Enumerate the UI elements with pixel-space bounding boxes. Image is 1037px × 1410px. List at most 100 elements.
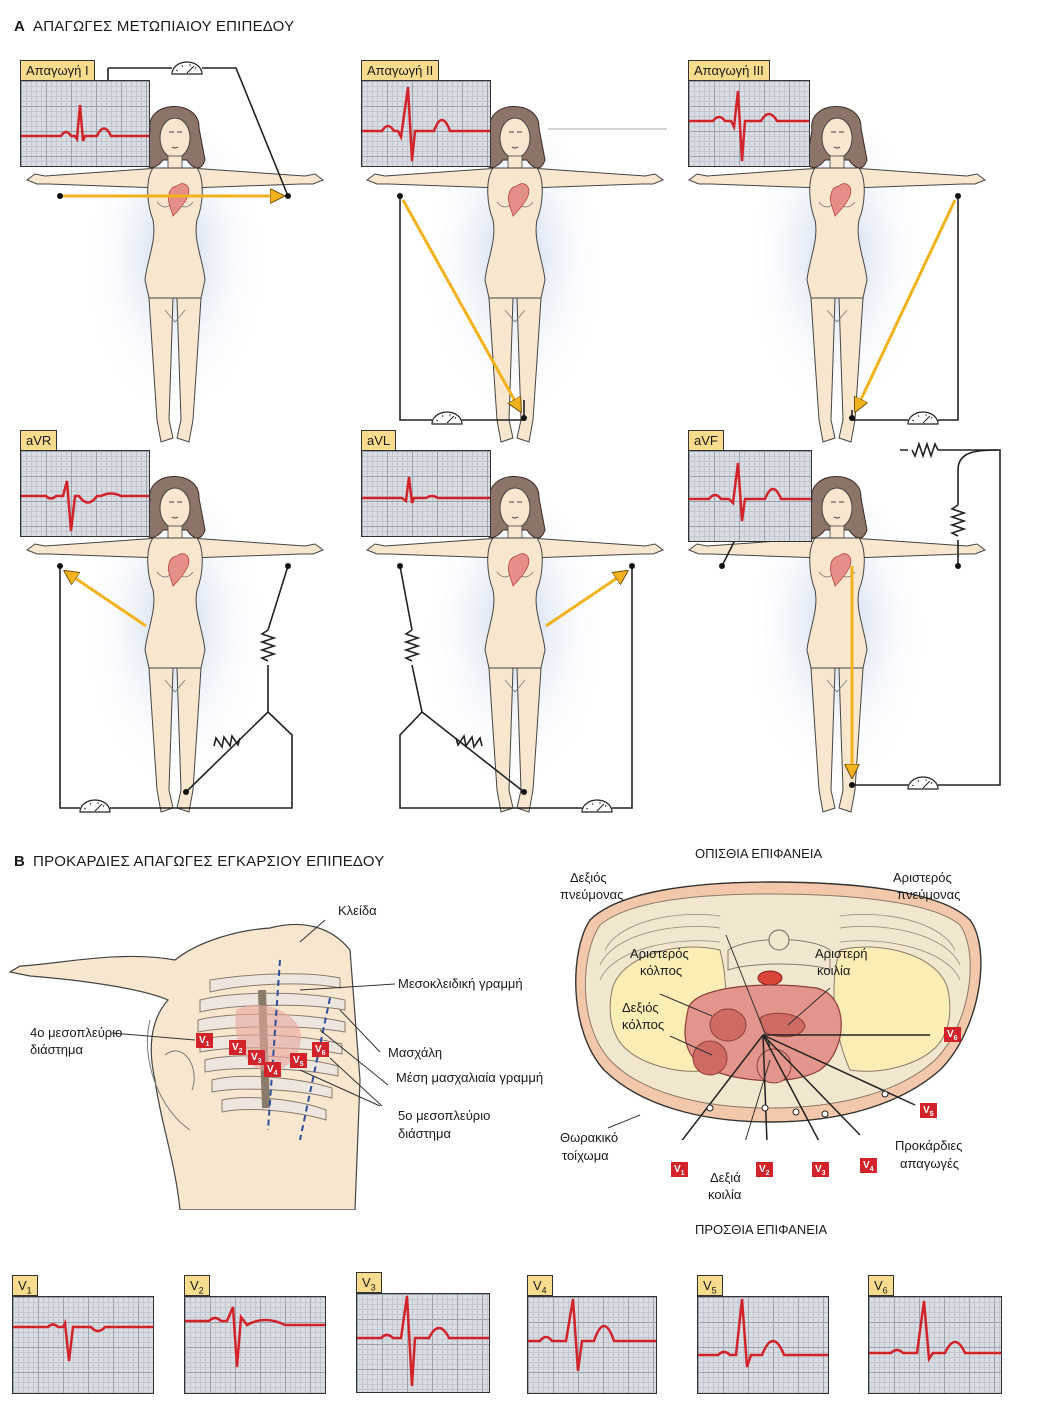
v1-label-base: V — [18, 1278, 27, 1293]
xs-v2-box-base: V — [759, 1164, 766, 1175]
v6-label: V6 — [868, 1275, 894, 1296]
label-left-lung-2: πνεύμονας — [897, 887, 961, 902]
chest-v2-marker: V2 — [229, 1040, 246, 1055]
ecg-lead-III — [688, 80, 810, 167]
aVR-vector — [66, 572, 147, 628]
v1-label-sub: 1 — [26, 1285, 32, 1296]
xs-v5-box-base: V — [923, 1105, 930, 1116]
lead-aVF-label: aVF — [688, 430, 724, 451]
v1-label: V1 — [12, 1275, 38, 1296]
xs-v5-box: V5 — [920, 1103, 937, 1118]
chest-v1-marker-base: V — [199, 1035, 206, 1046]
label-4th-ics-2: διάστημα — [30, 1042, 84, 1057]
label-left-atrium-1: Αριστερός — [630, 946, 689, 961]
lead-II-vector — [401, 199, 520, 410]
ecg-trace-lead-I — [21, 104, 149, 143]
v2-label-sub: 2 — [198, 1285, 204, 1296]
v3-label-sub: 3 — [370, 1282, 376, 1293]
label-anterior-surface: ΠΡΟΣΘΙΑ ΕΠΙΦΑΝΕΙΑ — [695, 1222, 828, 1237]
xs-v3-box-base: V — [815, 1164, 822, 1175]
ecg-v5 — [697, 1296, 829, 1394]
label-right-atrium-2: κόλπος — [622, 1017, 665, 1032]
ecg-lead-aVF — [688, 450, 812, 542]
ecg-v6 — [868, 1296, 1002, 1394]
ecg-trace-lead-aVR — [21, 480, 149, 532]
ecg-trace-lead-aVF — [689, 462, 811, 522]
label-posterior-surface: ΟΠΙΣΘΙΑ ΕΠΙΦΑΝΕΙΑ — [695, 846, 823, 861]
lead-aVR-label: aVR — [20, 430, 58, 451]
v5-label: V5 — [697, 1275, 723, 1296]
chest-v4-marker: V4 — [264, 1062, 281, 1077]
limb-leads-figure — [26, 61, 1001, 813]
ecg-lead-I — [20, 80, 150, 167]
ecg-trace-v5 — [698, 1298, 828, 1368]
v5-label-sub: 5 — [711, 1285, 717, 1296]
xs-v4-box-sub: 4 — [869, 1166, 874, 1173]
ecg-trace-v3 — [357, 1295, 489, 1387]
chest-v6-marker-base: V — [315, 1044, 322, 1055]
v5-label-base: V — [703, 1278, 712, 1293]
chest-v3-marker-sub: 3 — [257, 1058, 262, 1065]
lead-I-label: Απαγωγή I — [20, 60, 95, 81]
xs-v2-box-sub: 2 — [765, 1170, 770, 1177]
label-4th-ics-1: 4ο μεσοπλεύριο — [30, 1025, 123, 1040]
label-midclavicular: Μεσοκλειδική γραμμή — [398, 976, 523, 991]
ecg-v2 — [184, 1296, 326, 1394]
label-right-ventricle-2: κοιλία — [708, 1187, 742, 1202]
label-precordial-leads-1: Προκάρδιες — [895, 1138, 963, 1153]
ecg-lead-aVL — [361, 450, 491, 537]
ecg-lead-II — [361, 80, 491, 167]
label-chest-wall-2: τοίχωμα — [562, 1148, 609, 1163]
v2-label-base: V — [190, 1278, 199, 1293]
label-right-lung-2: πνεύμονας — [560, 887, 624, 902]
v4-label-sub: 4 — [541, 1285, 547, 1296]
ecg-lead-aVR — [20, 450, 150, 537]
label-right-lung-1: Δεξιός — [570, 870, 607, 885]
chest-v4-marker-base: V — [267, 1064, 274, 1075]
ecg-trace-lead-aVL — [362, 476, 490, 504]
chest-v1-marker-sub: 1 — [205, 1041, 210, 1048]
label-5th-ics-1: 5ο μεσοπλεύριο — [398, 1108, 491, 1123]
xs-v4-box: V4 — [860, 1158, 877, 1173]
v6-label-sub: 6 — [882, 1285, 888, 1296]
xs-v6-box-sub: 6 — [953, 1035, 958, 1042]
v4-label-base: V — [533, 1278, 542, 1293]
ecg-v1 — [12, 1296, 154, 1394]
lead-III-label: Απαγωγή III — [688, 60, 770, 81]
label-right-atrium-1: Δεξιός — [622, 1000, 659, 1015]
label-clavicle: Κλείδα — [338, 903, 377, 918]
label-midaxillary: Μέση μασχαλιαία γραμμή — [396, 1070, 544, 1085]
chest-v6-marker-sub: 6 — [321, 1050, 326, 1057]
label-5th-ics-2: διάστημα — [398, 1126, 452, 1141]
ecg-v3 — [356, 1293, 490, 1393]
xs-v1-box: V1 — [671, 1162, 688, 1177]
v2-label: V2 — [184, 1275, 210, 1296]
xs-v4-box-base: V — [863, 1160, 870, 1171]
chest-v5-marker-base: V — [293, 1055, 300, 1066]
label-axilla: Μασχάλη — [388, 1045, 443, 1060]
chest-v5-marker: V5 — [290, 1053, 307, 1068]
chest-v4-marker-sub: 4 — [273, 1070, 278, 1077]
chest-v2-marker-sub: 2 — [238, 1048, 243, 1055]
v6-label-base: V — [874, 1278, 883, 1293]
ecg-v4 — [527, 1296, 657, 1394]
v3-label: V3 — [356, 1272, 382, 1293]
section-b-text: ΠΡΟΚΑΡΔΙΕΣ ΑΠΑΓΩΓΕΣ ΕΓΚΑΡΣΙΟΥ ΕΠΙΠΕΔΟΥ — [33, 853, 385, 870]
xs-v6-box: V6 — [944, 1027, 961, 1042]
ecg-trace-v1 — [13, 1318, 153, 1362]
label-right-ventricle-1: Δεξιά — [710, 1170, 741, 1185]
chest-v1-marker: V1 — [196, 1033, 213, 1048]
chest-v3-marker: V3 — [248, 1050, 265, 1065]
section-a-text: ΑΠΑΓΩΓΕΣ ΜΕΤΩΠΙΑΙΟΥ ΕΠΙΠΕΔΟΥ — [33, 18, 295, 35]
label-chest-wall-1: Θωρακικό — [560, 1130, 619, 1145]
lead-aVL-label: aVL — [361, 430, 397, 451]
chest-v3-marker-base: V — [251, 1052, 258, 1063]
xs-v2-box: V2 — [756, 1162, 773, 1177]
label-left-ventricle-2: κοιλία — [817, 963, 851, 978]
xs-v3-box: V3 — [812, 1162, 829, 1177]
ecg-trace-lead-II — [362, 86, 490, 162]
xs-v1-box-base: V — [674, 1164, 681, 1175]
label-left-lung-1: Αριστερός — [893, 870, 952, 885]
